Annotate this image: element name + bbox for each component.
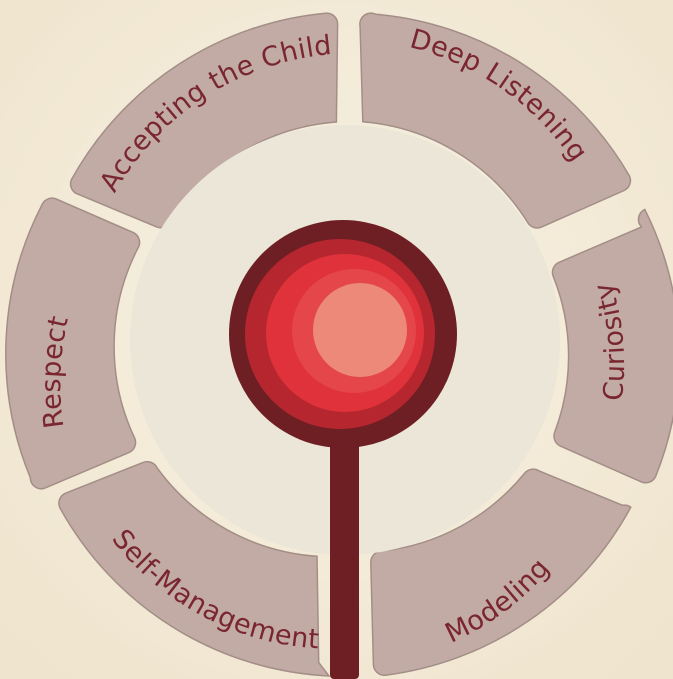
spoon-core: [313, 283, 407, 377]
